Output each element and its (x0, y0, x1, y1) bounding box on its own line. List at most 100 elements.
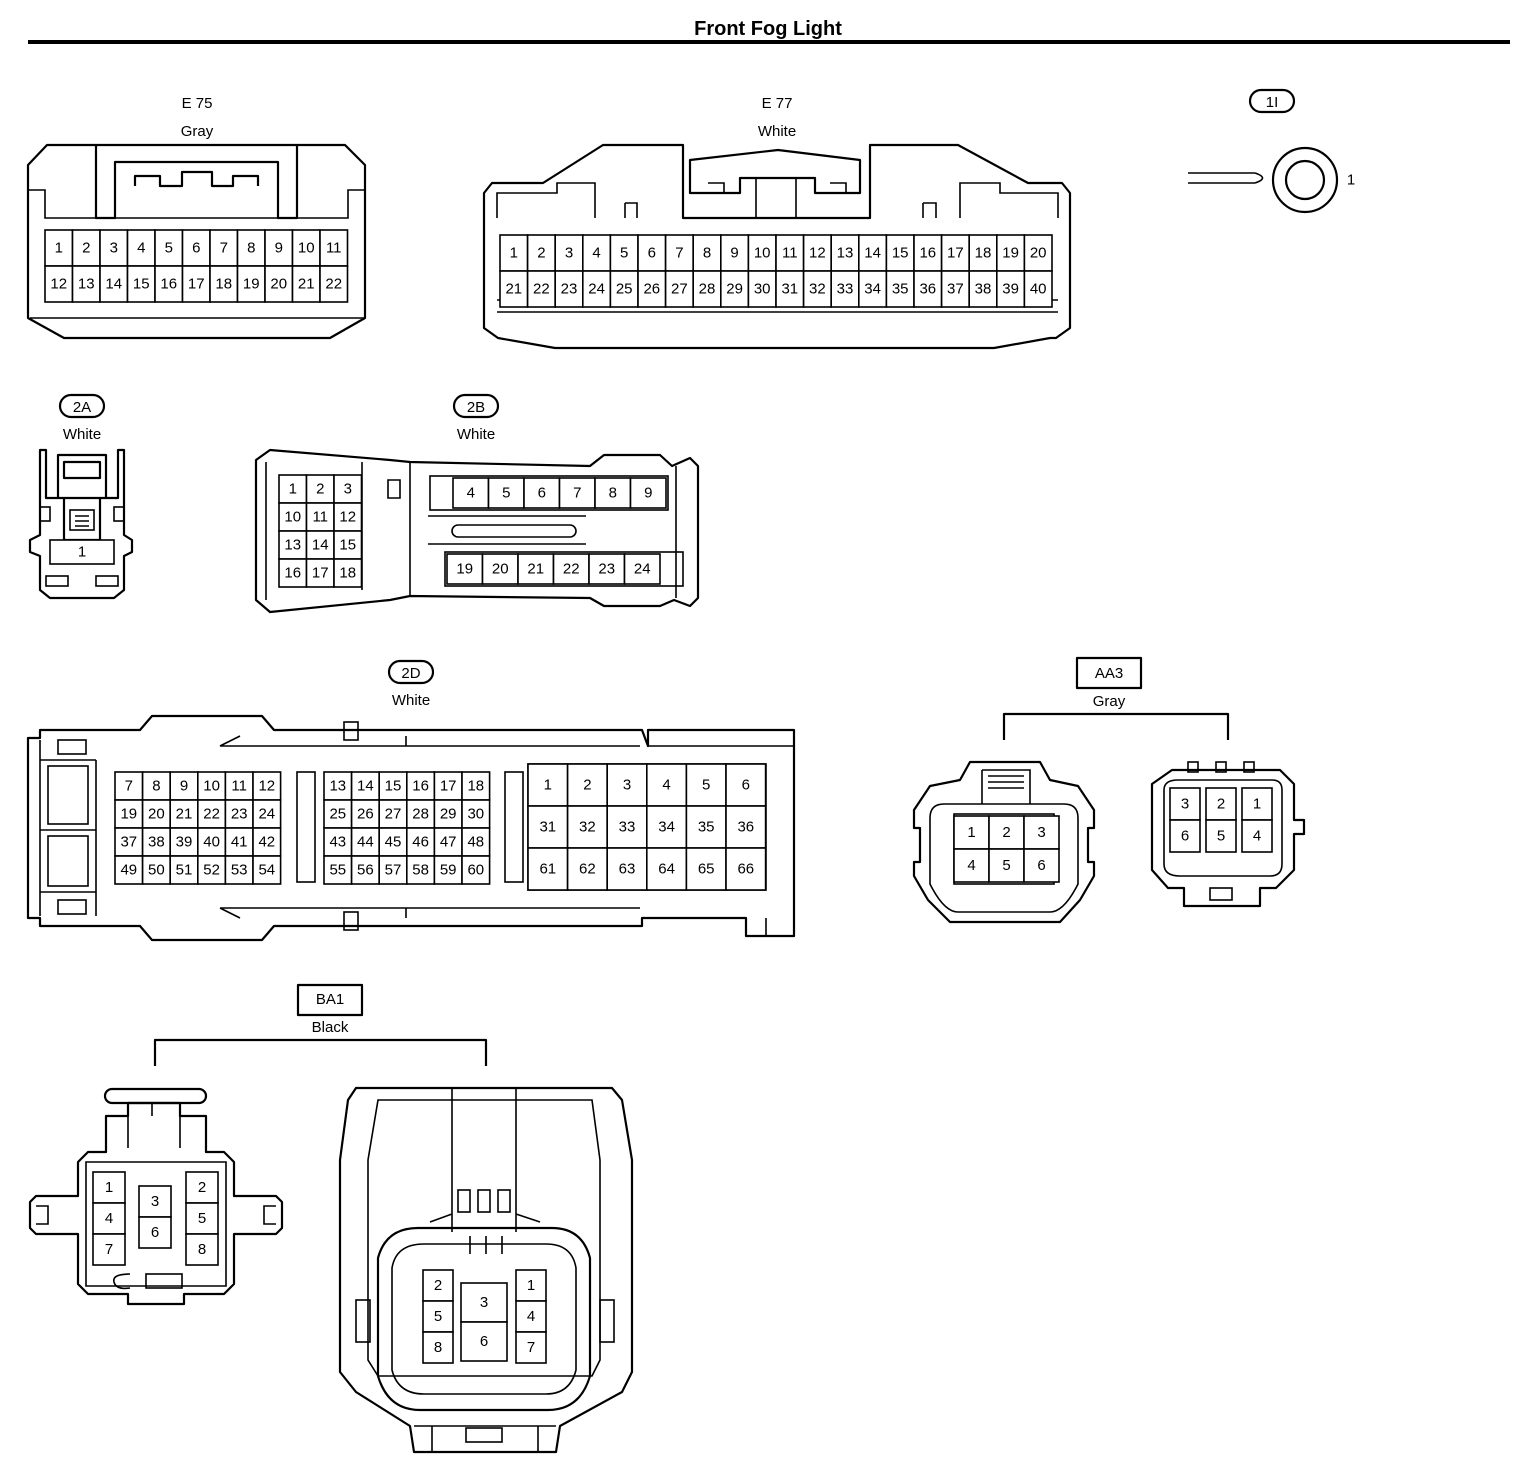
pin-cell (1023, 270, 1053, 308)
pin: 9 (629, 477, 667, 509)
pin-number: 5 (620, 245, 628, 262)
pin-number: 23 (231, 806, 248, 823)
pin-number: 18 (975, 245, 992, 262)
pin-number: 1 (1253, 796, 1261, 813)
pin: 1 (515, 1269, 547, 1302)
right-latch (497, 1189, 511, 1213)
pin: 32 (802, 270, 832, 308)
pin: 10 (197, 771, 227, 801)
pin-cell (44, 229, 74, 267)
pin: 13 (830, 234, 860, 272)
pin: 5 (1205, 819, 1237, 853)
pin-number: 16 (284, 565, 301, 582)
pin-number: 8 (609, 485, 617, 502)
pin: 19 (446, 553, 484, 585)
pin-cell (775, 234, 805, 272)
pin-number: 13 (837, 245, 854, 262)
pin: 43 (323, 827, 353, 857)
pin-number: 32 (579, 819, 596, 836)
pin: 5 (154, 229, 184, 267)
pin: 5 (609, 234, 639, 272)
pin: 16 (405, 771, 436, 801)
pin: 4 (581, 234, 612, 272)
pin-number: 19 (120, 806, 137, 823)
housing-divider (504, 771, 524, 883)
pin: 11 (305, 502, 335, 532)
pin: 6 (725, 763, 767, 807)
pin-number: 10 (284, 509, 301, 526)
pin-number: 54 (258, 862, 275, 879)
pin: 24 (252, 799, 282, 829)
pin-number: 20 (492, 561, 509, 578)
connector-color-label: Gray (181, 123, 214, 140)
pin-cell (99, 229, 129, 267)
pin: 39 (995, 270, 1026, 308)
pin: 6 (523, 477, 561, 509)
pin-cell (433, 771, 463, 801)
pin-number: 8 (247, 240, 255, 257)
connector-2a: 2A White 1 (28, 393, 134, 600)
pin-number: 14 (864, 245, 881, 262)
pin: 22 (319, 265, 349, 303)
housing-slot (451, 524, 577, 538)
pin-number: 22 (533, 281, 550, 298)
pin-number: 66 (737, 861, 754, 878)
pin-number: 12 (339, 509, 356, 526)
pin: 2 (566, 763, 608, 807)
housing-detail (113, 506, 125, 522)
pin-cell (44, 265, 74, 303)
pin-cell (461, 799, 491, 829)
pin: 65 (685, 847, 727, 891)
pin-cell (913, 270, 943, 308)
connector-id-badge (1075, 656, 1143, 690)
pin: 10 (278, 502, 308, 532)
pin-cell (305, 558, 335, 588)
pin-cell (114, 855, 144, 885)
pin: 3 (99, 229, 129, 267)
left-inner (36, 1103, 276, 1287)
pin-cell (319, 265, 349, 303)
pin-number: 22 (203, 806, 220, 823)
pin: 14 (99, 265, 129, 303)
pin: 46 (405, 827, 436, 857)
pin-cell (527, 805, 569, 849)
pin: 12 (44, 265, 74, 303)
pin: 3 (333, 474, 363, 504)
pin-number: 59 (440, 862, 457, 879)
pin-number: 29 (726, 281, 743, 298)
pin-cell (1241, 787, 1273, 821)
pin-number: 19 (456, 561, 473, 578)
pin: 7 (114, 771, 144, 801)
latch-lines (75, 515, 89, 527)
pin-number: 14 (105, 276, 122, 293)
pin-cell (527, 763, 569, 807)
pin-number: 48 (467, 834, 484, 851)
pin-number: 16 (919, 245, 936, 262)
pin: 2 (526, 234, 556, 272)
pin-cell (1169, 819, 1201, 853)
pin-cell (988, 848, 1025, 883)
pin-number: 17 (312, 565, 329, 582)
pin-cell (405, 771, 436, 801)
pin: 1 (278, 474, 308, 504)
pin-number: 51 (176, 862, 193, 879)
pin: 1 (499, 234, 529, 272)
pin-number: 6 (192, 240, 200, 257)
pin: 28 (405, 799, 436, 829)
pin: 6 (460, 1321, 508, 1362)
pin-number: 65 (698, 861, 715, 878)
pin: 51 (169, 855, 199, 885)
latch-window (69, 509, 95, 531)
pin: 3 (1023, 815, 1060, 850)
male-inner (1163, 779, 1283, 877)
pin-number: 15 (385, 778, 402, 795)
housing-slot (47, 835, 89, 887)
pin-number: 1 (527, 1277, 535, 1294)
pin: 18 (968, 234, 998, 272)
right-inner (367, 1088, 601, 1377)
pin: 32 (566, 805, 608, 849)
pin-number: 3 (151, 1193, 159, 1210)
pin-cell (252, 855, 282, 885)
right-latch (457, 1189, 471, 1213)
